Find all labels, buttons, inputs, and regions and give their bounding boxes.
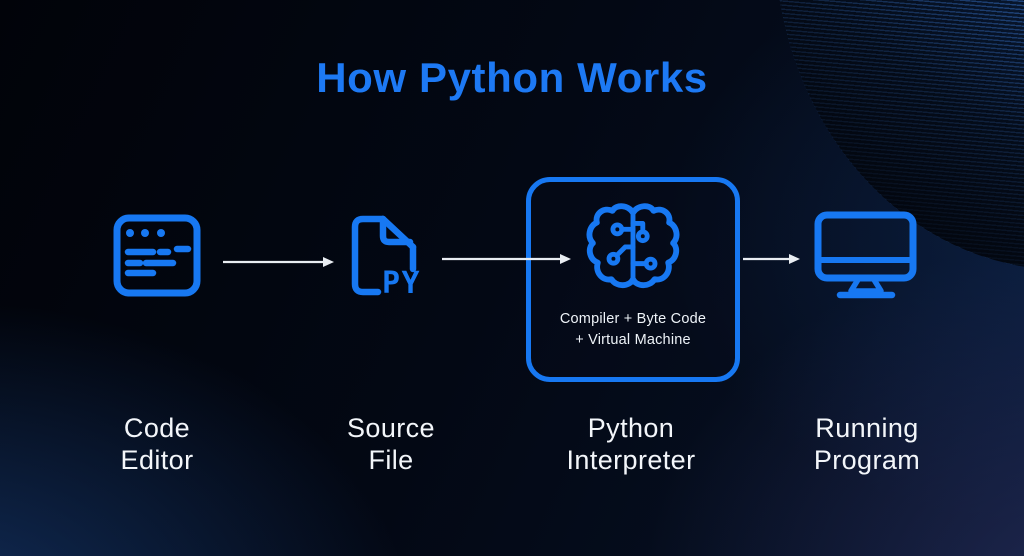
stage-label-line: Python [587,413,675,443]
brain-circuit-icon [584,200,682,297]
python-interpreter-box: Compiler + Byte Code + Virtual Machine [526,177,740,382]
stage-label-line: Running [815,413,919,443]
desktop-monitor-icon [814,211,917,299]
flow-arrow [442,254,571,264]
interpreter-note-line1: Compiler + Byte Code [559,311,707,327]
py-file-icon: PY [351,215,421,301]
stage-label-line: Interpreter [566,444,696,475]
flow-arrow [743,254,800,264]
stage-label-line: Code [123,413,191,443]
stage-label-line: Editor [120,444,194,475]
py-badge: PY [382,266,421,301]
stage-label-running-program: Running Program [747,413,987,476]
stage-label-line: Program [813,444,921,475]
code-editor-icon [113,214,201,297]
stage-label-python-interpreter: Python Interpreter [511,413,751,476]
stage-label-line: Source [347,413,435,443]
interpreter-note-line2: + Virtual Machine [575,332,691,348]
stage-label-source-file: Source File [271,413,511,476]
stage-label-line: File [368,444,414,475]
stage-label-code-editor: Code Editor [37,413,277,476]
flow-arrow [223,257,334,267]
page-title: How Python Works [316,54,708,101]
interpreter-note: Compiler + Byte Code + Virtual Machine [560,309,706,351]
